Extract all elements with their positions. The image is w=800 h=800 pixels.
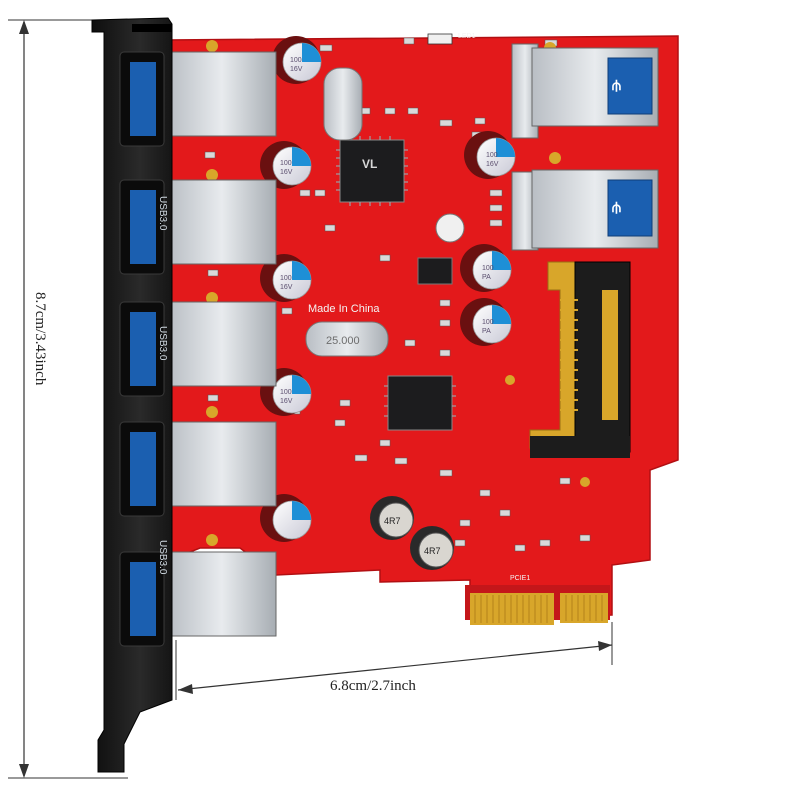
svg-text:100: 100 [482,319,494,326]
pcie-slot-label: PCIE1 [510,575,530,582]
capacitor-2: 100 16V [260,141,312,189]
internal-usb-port-2[interactable]: ⫛ [511,169,659,251]
arrow-right-icon [598,641,612,651]
inductor-2: 4R7 [410,526,454,570]
svg-text:4R7: 4R7 [424,546,441,556]
svg-text:16V: 16V [486,161,499,168]
svg-text:100: 100 [280,160,292,167]
crystal-marking: 25.000 [326,335,360,347]
svg-text:PA: PA [482,274,491,281]
arrow-up-icon [19,20,29,34]
rear-usb-port-5[interactable] [119,551,165,647]
smd-components [204,37,591,552]
controller-chip-bottom [384,375,456,431]
rear-usb-port-4[interactable] [119,421,165,517]
svg-text:100: 100 [486,152,498,159]
svg-text:PA: PA [482,328,491,335]
usb-trident-icon: ⫛ [612,77,621,94]
svg-text:16V: 16V [280,169,293,176]
bracket-usb-label-1: USB3.0 [157,196,168,231]
height-dimension: 8.7cm/3.43inch [8,19,140,779]
crystal-oscillator-bottom: 25.000 [305,321,389,357]
width-dimension-label: 6.8cm/2.7inch [330,678,416,694]
svg-text:100: 100 [280,389,292,396]
svg-text:4R7: 4R7 [384,516,401,526]
width-dimension: 6.8cm/2.7inch [175,622,613,700]
rear-usb-port-1[interactable] [119,51,165,147]
controller-chip-top: VL [336,136,408,206]
rear-usb-port-3[interactable] [119,301,165,397]
led-label: LED1 [458,33,476,40]
internal-usb-port-1[interactable]: ⫛ [511,43,659,139]
bracket-usb-label-3: USB3.0 [157,540,168,575]
pcie-gold-contacts [470,593,608,625]
svg-text:100: 100 [280,275,292,282]
crystal-oscillator-top [323,67,363,141]
rear-usb-port-2[interactable] [119,179,165,275]
svg-text:100: 100 [290,57,302,64]
small-ic [417,257,453,285]
pcb-board: PCIE1 LED1 [165,33,679,625]
arrow-left-icon [178,684,193,694]
svg-text:16V: 16V [290,66,303,73]
sata-power-connector [529,261,631,458]
capacitor-7: 100 PA [460,244,512,292]
capacitor-6: 100 16V [464,131,516,179]
inductor-1: 4R7 [370,496,414,540]
capacitor-8: 100 PA [460,298,512,346]
usb-trident-icon: ⫛ [612,199,621,216]
height-dimension-label: 8.7cm/3.43inch [32,292,48,386]
svg-text:100: 100 [482,265,494,272]
capacitor-3: 100 16V [260,254,312,302]
led-indicator [427,33,453,45]
bracket-usb-label-2: USB3.0 [157,326,168,361]
made-in-label: Made In China [308,303,380,315]
svg-text:16V: 16V [280,284,293,291]
small-capacitor [435,213,465,243]
capacitor-1: 100 16V [272,36,322,84]
rear-usb-housings [167,51,277,637]
arrow-down-icon [19,764,29,778]
svg-text:16V: 16V [280,398,293,405]
chip-marking: VL [362,157,377,171]
